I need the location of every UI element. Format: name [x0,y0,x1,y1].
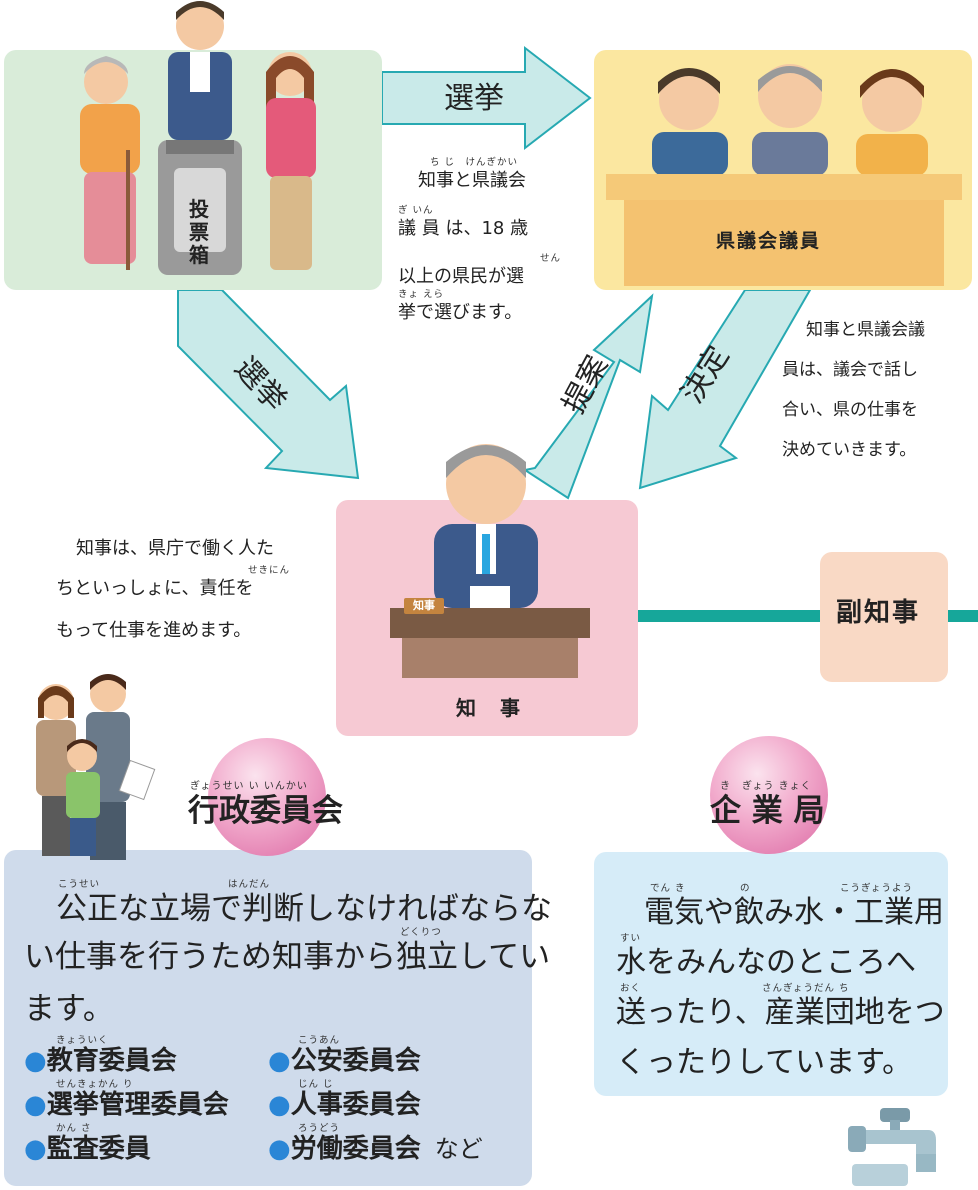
committees-title-ruby: ぎょうせい い いんかい [190,781,308,792]
voters-illustration [80,1,316,275]
bureau-text-3: 送ったり、産業団地をつ [616,995,945,1030]
bureau-title: 企 業 局 [710,793,825,829]
committee-ruby-4: じん じ [298,1079,334,1090]
bullet-icon: ● [24,1090,47,1120]
committees-ruby-kousei: こうせい [58,879,101,890]
vice-governor-label: 副知事 [836,598,921,628]
election-ruby-2: ぎ いん [398,205,434,216]
committees-sphere [208,738,326,856]
faucet-icon [848,1108,936,1186]
committee-label: 労働委員会 [290,1134,421,1164]
governor-illustration [390,444,590,678]
committees-text-3: ます。 [24,991,114,1027]
committee-label: 監査委員 [46,1134,151,1164]
committee-suffix: など [434,1135,483,1163]
bullet-icon: ● [268,1090,291,1120]
committee-item-labor: ●労働委員会など [268,1136,483,1162]
committee-item-audit: ●監査委員 [24,1136,151,1162]
committee-label: 選挙管理委員会 [46,1090,229,1120]
decision-text-2: 員は、議会で話し [782,360,918,380]
election-text-1: 知事と県議会 [418,170,526,191]
decision-arrow [638,289,812,490]
committee-item-education: ●教育委員会 [24,1048,177,1074]
vice-governor-panel [820,552,948,682]
bullet-icon: ● [268,1046,291,1076]
election-ruby-4: きょ えら [398,289,445,300]
election-text-4: 挙で選びます。 [398,302,523,323]
governor-nameplate: 知事 [404,598,444,614]
election-arrow-top [381,45,592,151]
decision-text-3: 合い、県の仕事を [782,400,918,420]
election-ruby-3: せん [540,253,562,264]
assembly-members-illustration [606,64,962,286]
governor-ruby: せきにん [248,565,291,576]
committee-item-personnel: ●人事委員会 [268,1092,421,1118]
committee-ruby-2: こうあん [298,1035,341,1046]
bureau-text-1: 電気や飲み水・工業用 [644,895,944,930]
bureau-ruby-kougyouyou: こうぎょうよう [840,883,914,894]
committees-title: 行政委員会 [188,793,343,829]
bureau-ruby-sui: すい [620,933,642,944]
committees-ruby-handan: はんだん [228,879,271,890]
assembly-label: 県議会議員 [716,230,822,252]
bullet-icon: ● [24,1134,47,1164]
bureau-sphere [710,736,828,854]
election-text-3: 以上の県民が選 [398,266,524,287]
committee-ruby-5: かん さ [56,1123,92,1134]
committee-ruby-6: ろうどう [298,1123,341,1134]
decision-text-1: 知事と県議会議 [806,320,925,340]
proposal-arrow [522,293,654,500]
committee-label: 教育委員会 [46,1046,177,1076]
bureau-ruby-sangyoudanchi: さんぎょうだん ち [762,983,850,994]
election-label-top: 選挙 [444,81,504,116]
bureau-ruby-no: の [740,883,751,894]
committee-ruby-3: せんきょかん り [56,1079,134,1090]
bureau-title-ruby: き ぎょう きょく [720,781,812,792]
bullet-icon: ● [24,1046,47,1076]
committee-item-election: ●選挙管理委員会 [24,1092,229,1118]
committees-ruby-dokuritsu: どくりつ [400,927,442,938]
election-text-2: 議 員 は、18 歳 [398,218,529,239]
decision-text-4: 決めていきます。 [782,440,917,460]
governor-label: 知 事 [456,696,522,720]
committee-label: 公安委員会 [290,1046,421,1076]
committee-label: 人事委員会 [290,1090,421,1120]
committees-text-1: 公正な立場で判断しなければならな [56,891,552,927]
election-ruby-1: ち じ けんぎかい [430,157,519,168]
governor-text-3: もって仕事を進めます。 [56,620,252,641]
governor-text-1: 知事は、県庁で働く人た [76,538,274,559]
family-illustration [36,674,156,860]
committee-item-public-safety: ●公安委員会 [268,1048,421,1074]
committee-ruby-1: きょういく [56,1035,109,1046]
bureau-ruby-oku: おく [620,983,642,994]
bureau-text-4: くったりしています。 [616,1045,913,1080]
bullet-icon: ● [268,1134,291,1164]
committees-panel [4,850,532,1186]
bureau-panel [594,852,948,1096]
election-arrow-diag [177,289,360,480]
bureau-ruby-denki: でん き [650,883,686,894]
ballot-box-label: 投票箱 [189,197,209,267]
bureau-text-2: 水をみんなのところへ [616,945,916,980]
governor-text-2: ちといっしょに、責任を [56,578,254,599]
committees-text-2: い仕事を行うため知事から独立してい [24,939,551,975]
